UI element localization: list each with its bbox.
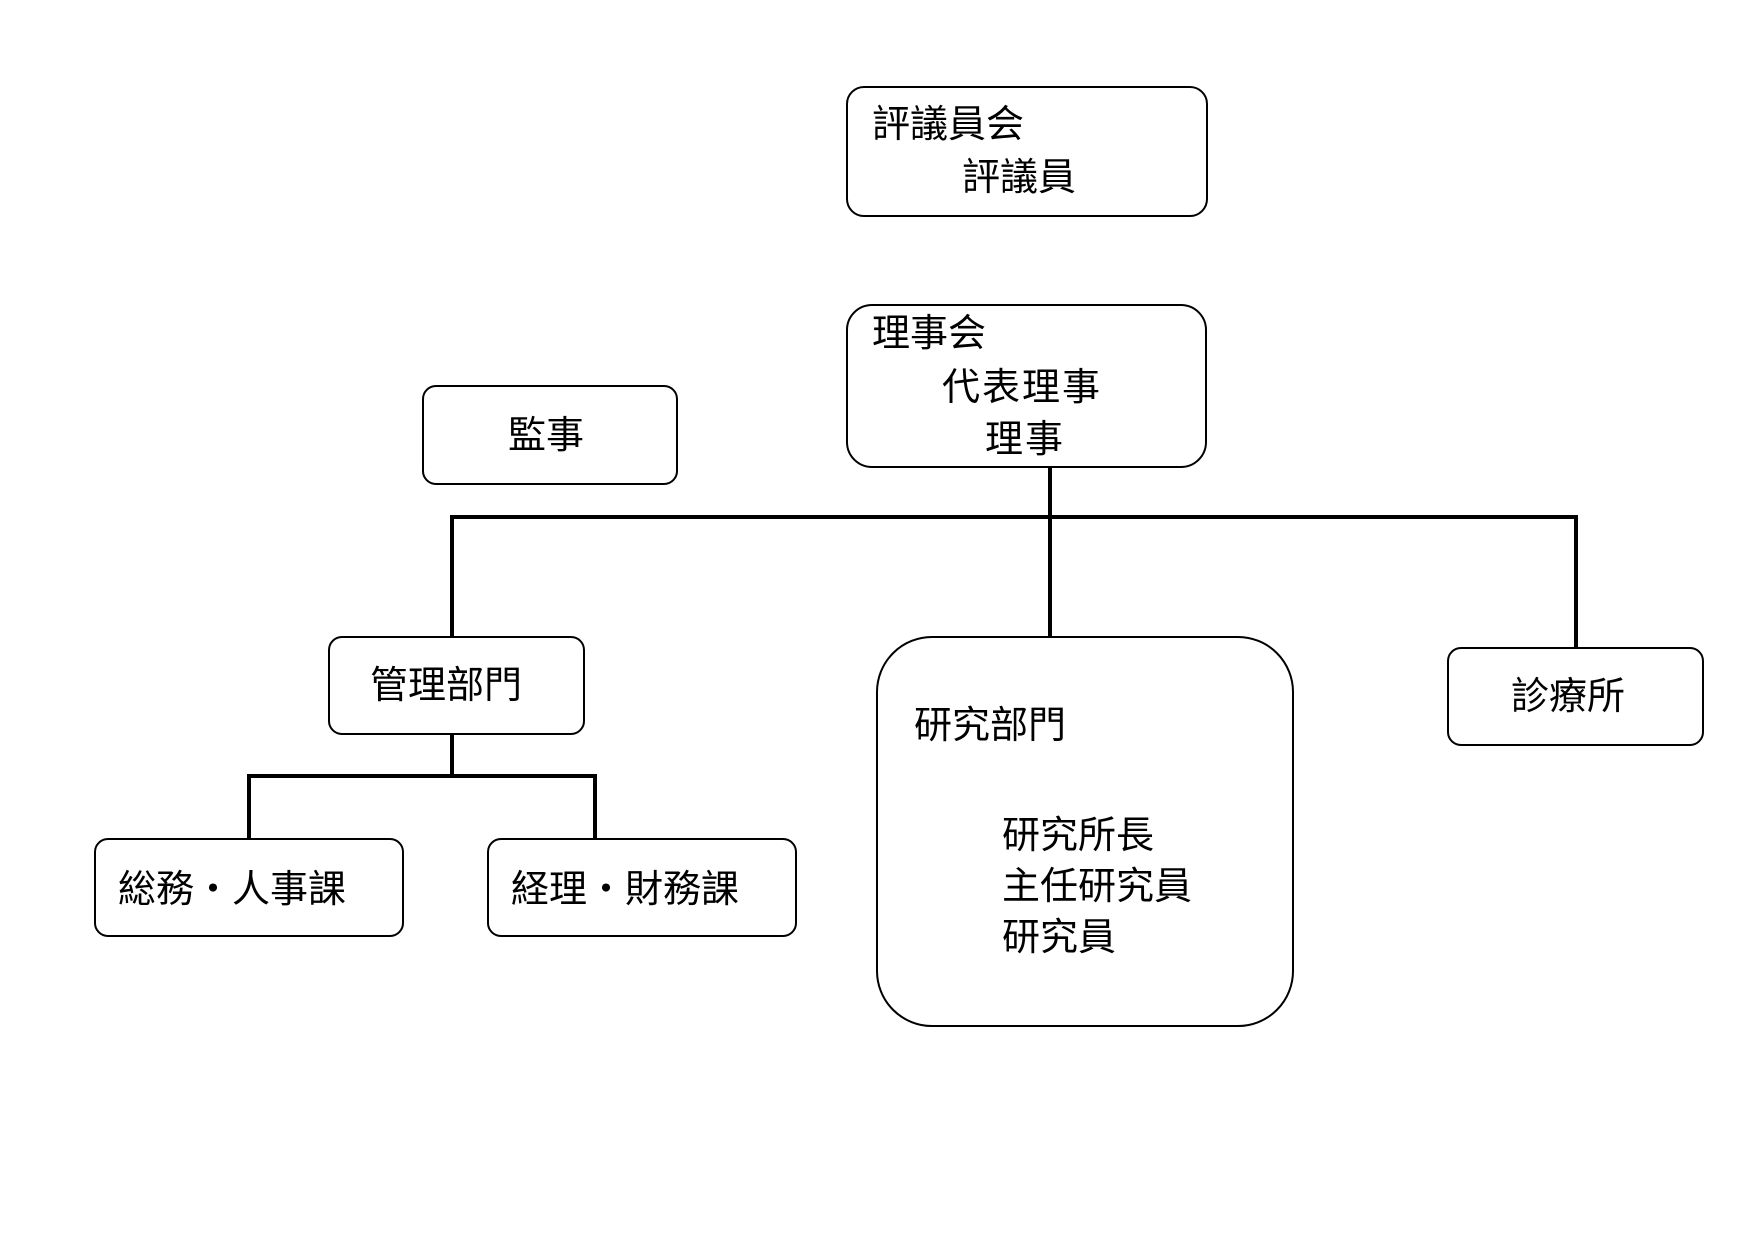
kenkyu-member-director: 研究所長	[1002, 813, 1155, 857]
keiri-zaimu-label: 経理・財務課	[511, 867, 740, 911]
shinryo-box: 診療所	[1447, 647, 1704, 746]
kenkyu-box: 研究部門 研究所長 主任研究員 研究員	[876, 636, 1294, 1027]
keiri-zaimu-box: 経理・財務課	[487, 838, 797, 937]
somu-jinji-label: 総務・人事課	[118, 867, 347, 911]
somu-jinji-box: 総務・人事課	[94, 838, 404, 937]
hyogiinkai-box: 評議員会 評議員	[846, 86, 1208, 217]
rijikai-member-representative: 代表理事	[942, 365, 1103, 409]
kanji-box: 監事	[422, 385, 678, 485]
shinryo-label: 診療所	[1511, 674, 1626, 718]
kenkyu-member-chief: 主任研究員	[1002, 864, 1193, 908]
rijikai-member-director: 理事	[985, 417, 1066, 461]
kenkyu-member-researcher: 研究員	[1002, 915, 1117, 959]
kenkyu-label: 研究部門	[914, 703, 1067, 747]
hyogiinkai-title: 評議員会	[872, 102, 1025, 146]
kanri-box: 管理部門	[328, 636, 585, 735]
hyogiinkai-member: 評議員	[962, 155, 1077, 199]
kanri-label: 管理部門	[370, 663, 523, 707]
rijikai-title: 理事会	[872, 311, 987, 355]
kanji-label: 監事	[508, 413, 585, 457]
rijikai-box: 理事会 代表理事 理事	[846, 304, 1207, 468]
